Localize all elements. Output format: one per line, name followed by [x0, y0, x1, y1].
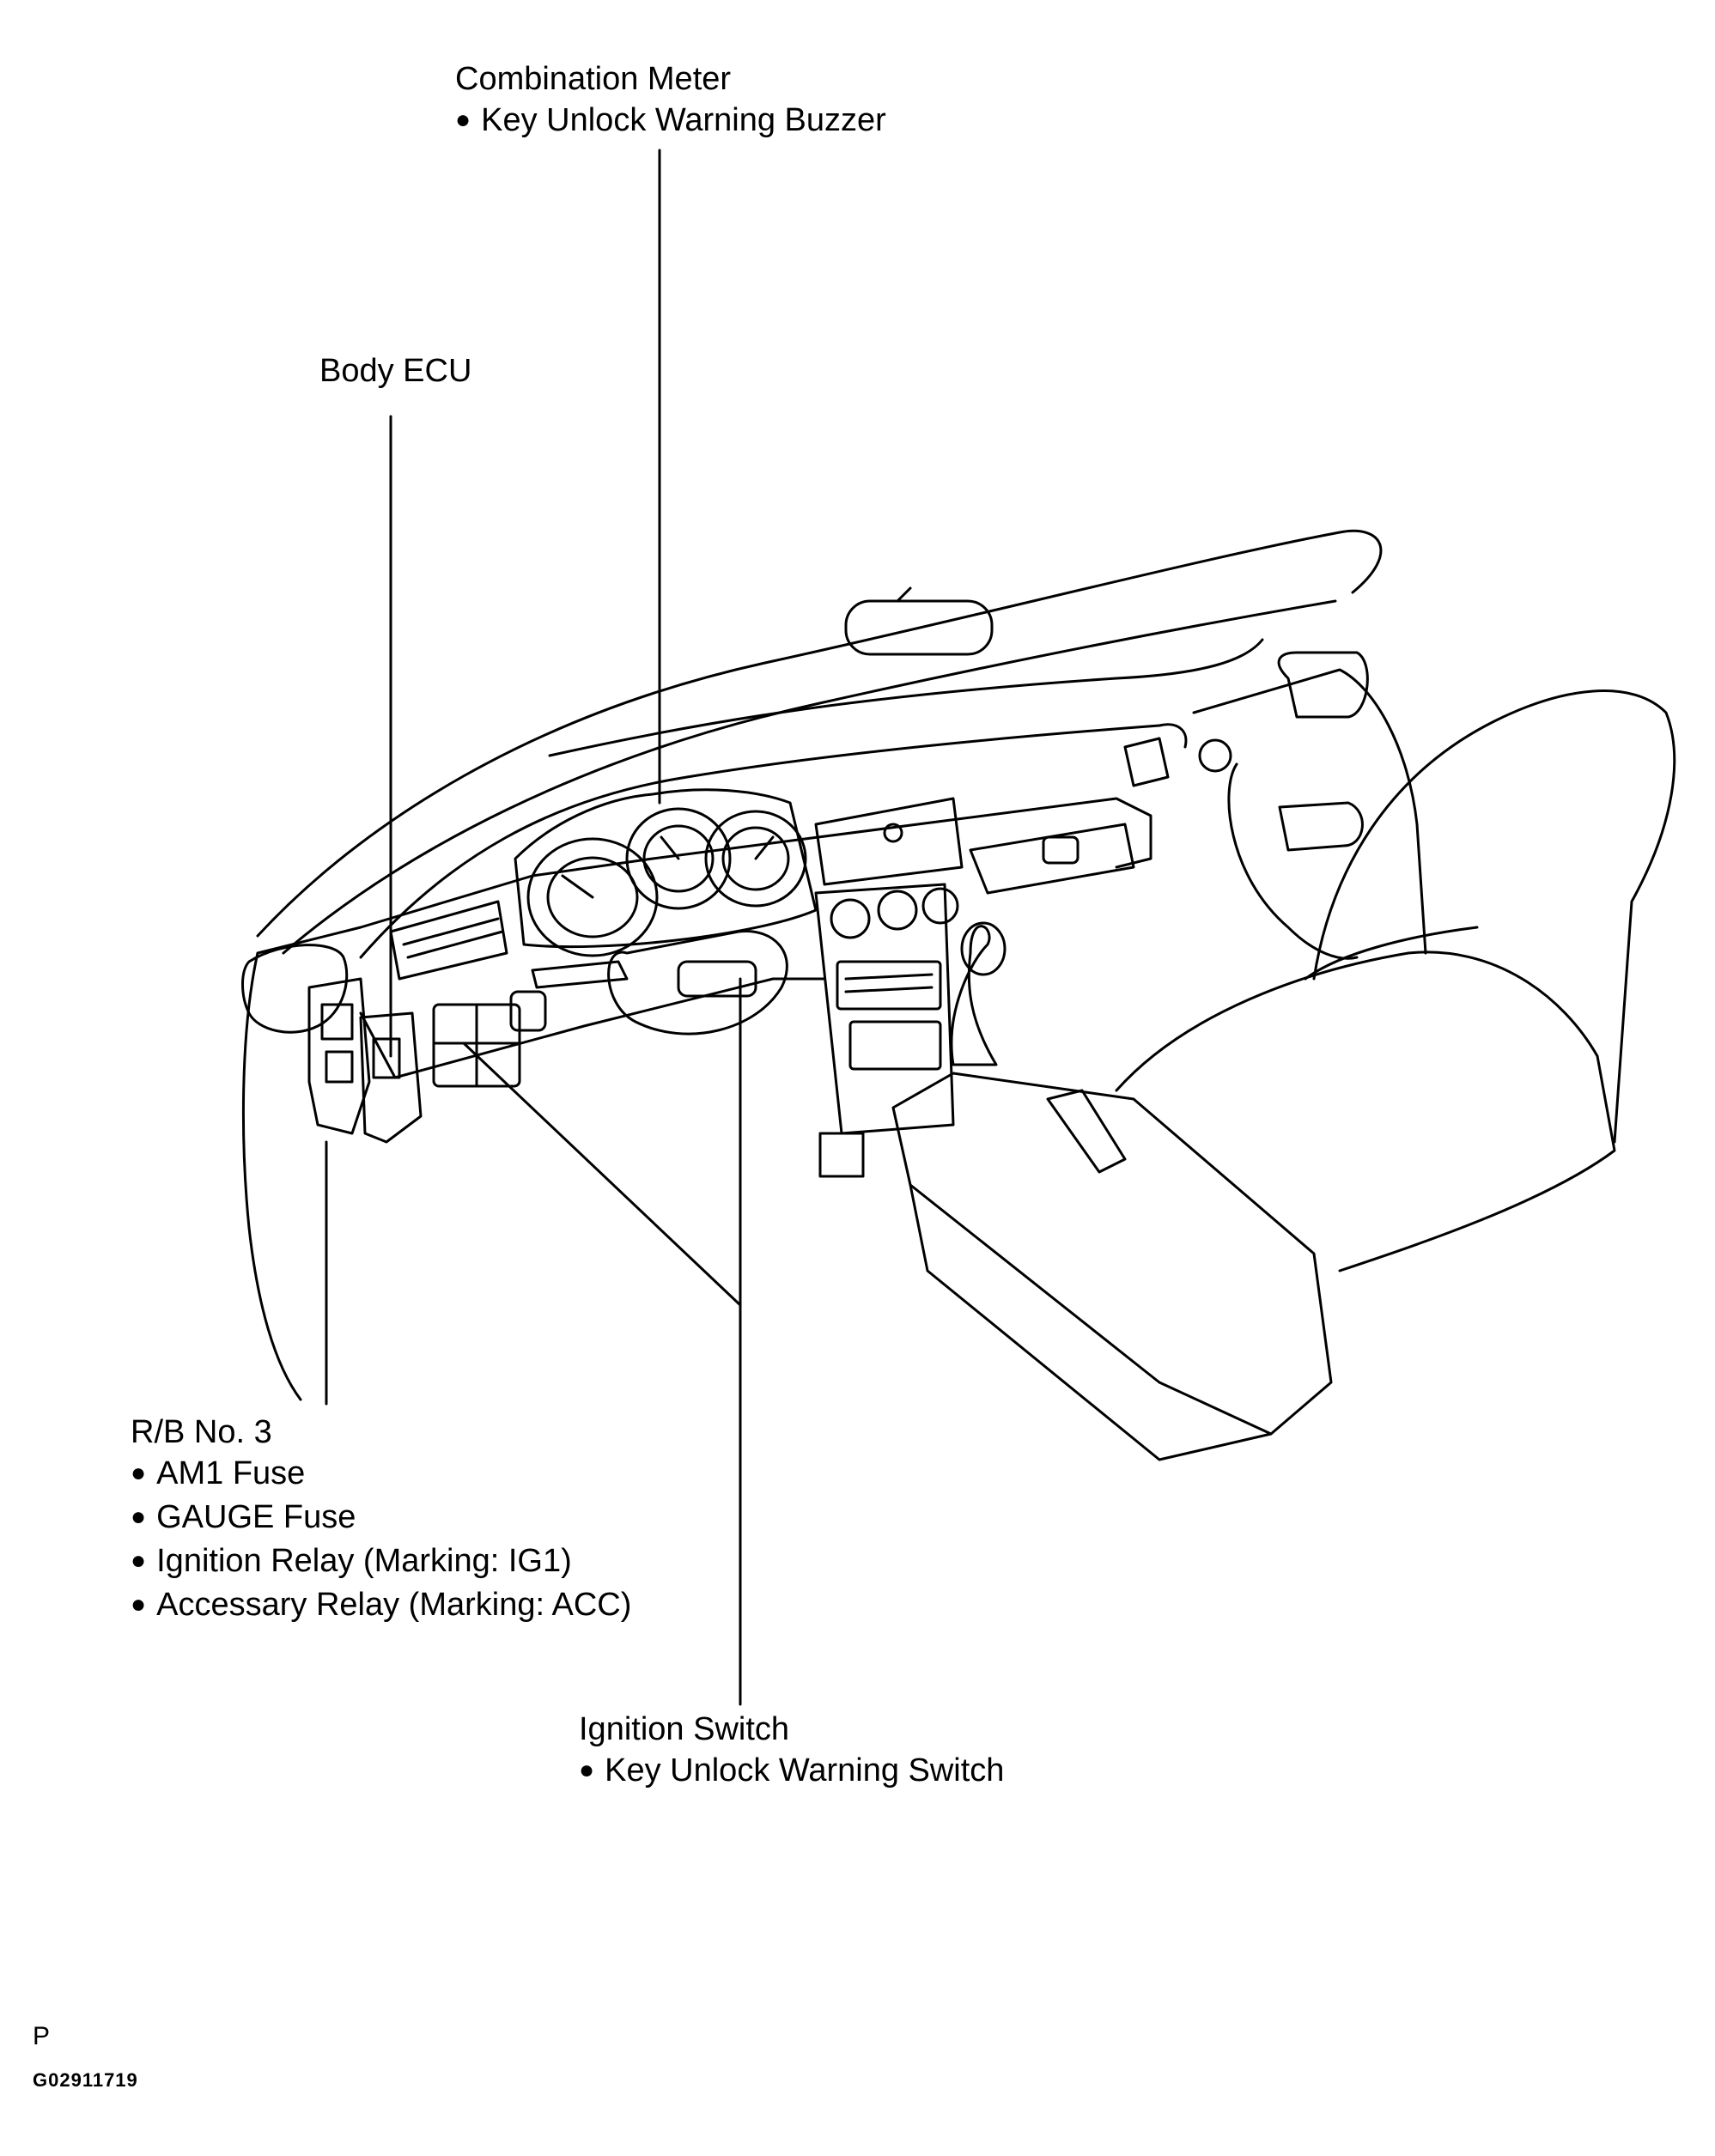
figure-code: G02911719 — [33, 2069, 138, 2091]
label-rb-no3: R/B No. 3 AM1 Fuse GAUGE Fuse Ignition R… — [131, 1412, 631, 1628]
leader-ignition-diagonal — [462, 1042, 742, 1307]
climate-knob-center — [877, 890, 918, 931]
side-mirror-left — [241, 944, 349, 1034]
seat-back — [1312, 689, 1676, 1144]
rb-no3-item-am1: AM1 Fuse — [131, 1453, 631, 1497]
dashboard-lower — [359, 977, 826, 1079]
dashboard-glovebox — [969, 823, 1135, 895]
rear-view-mirror — [844, 599, 994, 656]
gear-shifter — [950, 925, 998, 1066]
body-ecu-shape — [359, 1011, 423, 1144]
windshield-lower-edge — [282, 599, 1337, 955]
rb-no3-item-accessary-relay: Accessary Relay (Marking: ACC) — [131, 1584, 631, 1628]
windshield-upper-edge — [256, 529, 1383, 938]
hand-brake — [1046, 1089, 1127, 1174]
climate-knob-left — [830, 898, 871, 939]
audio-unit — [836, 960, 942, 1011]
dashboard-top — [359, 723, 1188, 959]
center-console — [891, 1072, 1333, 1436]
left-vent — [389, 900, 508, 981]
seat-cushion — [1115, 950, 1616, 1272]
windshield-inner-edge — [548, 638, 1264, 757]
label-combination-meter: Combination Meter Key Unlock Warning Buz… — [455, 58, 886, 143]
ignition-switch-title: Ignition Switch — [579, 1711, 790, 1747]
gauge-center — [625, 807, 732, 910]
combination-meter-title: Combination Meter — [455, 61, 732, 97]
body-ecu-title: Body ECU — [319, 353, 472, 389]
gauge-left — [526, 837, 659, 957]
combination-meter-item: Key Unlock Warning Buzzer — [455, 100, 886, 143]
gauge-right — [704, 810, 807, 908]
ignition-switch-item: Key Unlock Warning Switch — [579, 1750, 1004, 1794]
label-ignition-switch: Ignition Switch Key Unlock Warning Switc… — [579, 1709, 1004, 1794]
rb-no3-item-gauge: GAUGE Fuse — [131, 1497, 631, 1540]
center-vent — [814, 797, 964, 886]
a-pillar-left — [241, 951, 302, 1401]
rb-no3-item-ignition-relay: Ignition Relay (Marking: IG1) — [131, 1540, 631, 1584]
side-mirror-right — [1277, 651, 1369, 719]
footer-letter: P — [33, 2022, 51, 2050]
center-stack — [814, 883, 955, 1135]
ignition-switch-shape — [677, 960, 757, 998]
door-panel — [1192, 668, 1427, 955]
relay-block-shape — [307, 977, 371, 1135]
climate-knob-right — [921, 887, 959, 925]
rb-no3-title: R/B No. 3 — [131, 1414, 272, 1450]
door-handle — [1278, 801, 1364, 852]
label-body-ecu: Body ECU — [319, 350, 471, 392]
